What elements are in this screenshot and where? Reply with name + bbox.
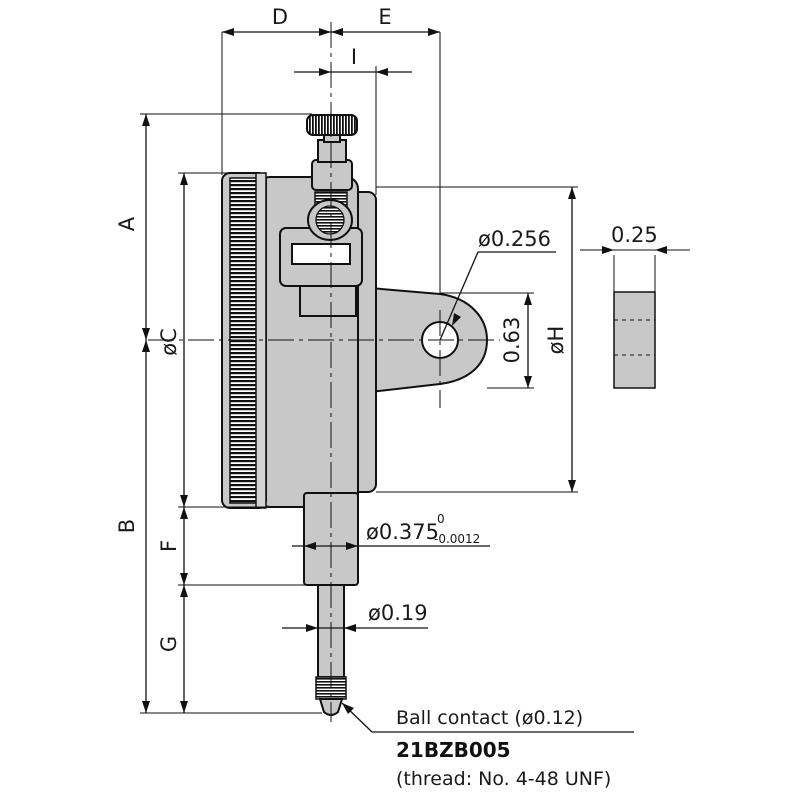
label-a: A (115, 216, 139, 231)
label-c: øC (157, 328, 181, 356)
upper-stem (311, 159, 353, 191)
label-lug-thickness: 0.25 (611, 223, 658, 247)
label-stem-tol-lower: -0.0012 (434, 532, 480, 546)
note-ball-contact: Ball contact (ø0.12) (396, 707, 583, 729)
label-g: G (157, 636, 181, 652)
note-thread: (thread: No. 4-48 UNF) (396, 768, 611, 790)
label-spindle-diameter: ø0.19 (368, 601, 428, 625)
label-e: E (378, 5, 391, 29)
label-i: I (351, 45, 357, 69)
label-lug-hole: ø0.256 (478, 227, 551, 251)
lug-side-view (613, 291, 656, 389)
label-stem-diameter: ø0.375 (366, 520, 439, 544)
label-d: D (272, 5, 288, 29)
label-h: øH (544, 326, 568, 355)
note-part-code: 21BZB005 (396, 738, 511, 762)
label-f: F (157, 540, 181, 552)
label-stem-tol-upper: 0 (437, 512, 445, 526)
label-lug-offset: 0.63 (500, 317, 524, 364)
indicator-body (221, 114, 489, 716)
label-b: B (115, 519, 139, 533)
cap-knurl (306, 114, 358, 136)
